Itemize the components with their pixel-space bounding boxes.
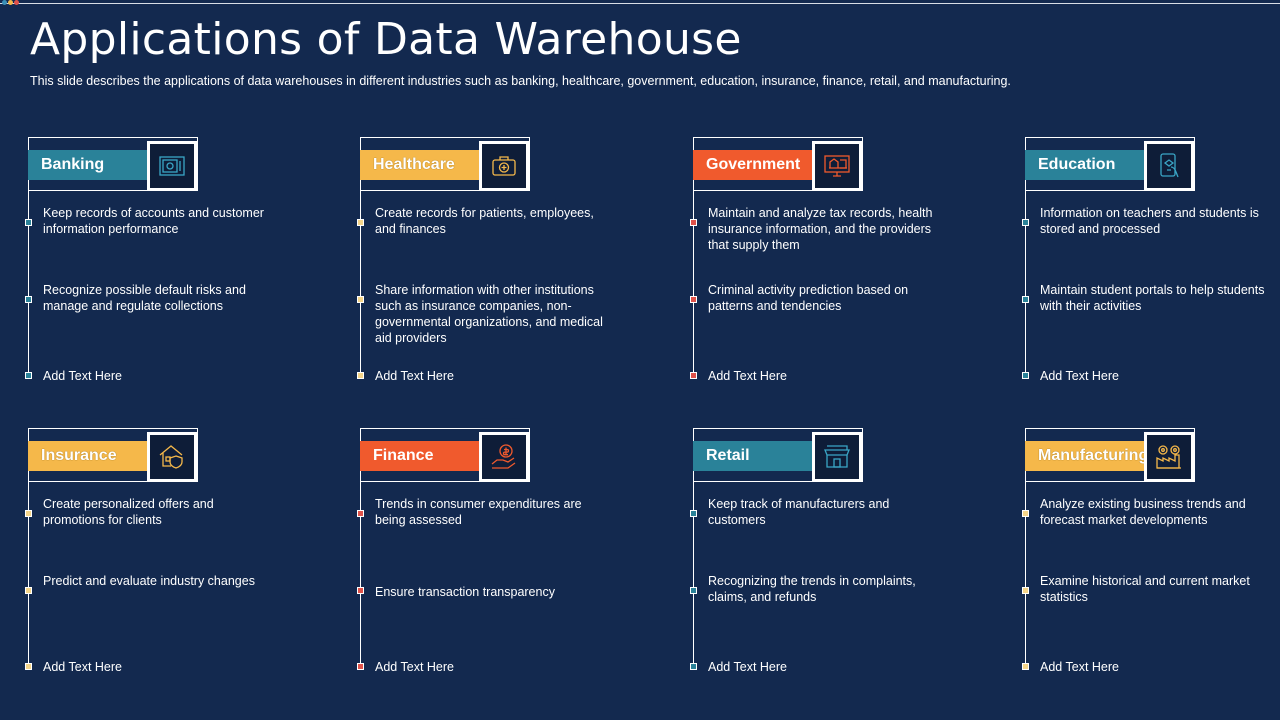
bullet-marker (690, 296, 697, 303)
card-label-education: Education (1025, 150, 1157, 180)
bullet-marker (357, 219, 364, 226)
medical-kit-icon (479, 141, 529, 191)
card-government: Government Maintain and analyze tax reco… (690, 137, 943, 397)
card-timeline (1025, 428, 1026, 670)
bullet-marker (1022, 296, 1029, 303)
bullet-marker (25, 372, 32, 379)
bullet-marker (25, 296, 32, 303)
card-education: Education Information on teachers and st… (1022, 137, 1275, 397)
card-timeline (28, 428, 29, 670)
bullet-marker (690, 587, 697, 594)
card-item: Keep track of manufacturers and customer… (708, 497, 890, 527)
card-label-insurance: Insurance (28, 441, 160, 471)
card-finance: Finance Trends in consumer expenditures … (357, 428, 610, 688)
card-item: Trends in consumer expenditures are bein… (375, 497, 582, 527)
card-timeline (360, 428, 361, 670)
card-item: Maintain student portals to help student… (1040, 283, 1265, 313)
card-item: Ensure transaction transparency (375, 585, 555, 599)
card-timeline (693, 428, 694, 670)
bullet-marker (25, 663, 32, 670)
card-banking: Banking Keep records of accounts and cus… (25, 137, 278, 397)
card-item: Analyze existing business trends and for… (1040, 497, 1246, 527)
bullet-marker (690, 663, 697, 670)
bullet-marker (690, 510, 697, 517)
card-label-government: Government (693, 150, 825, 180)
government-monitor-icon (812, 141, 862, 191)
bullet-marker (690, 219, 697, 226)
bullet-marker (25, 219, 32, 226)
card-item: Recognizing the trends in complaints, cl… (708, 574, 916, 604)
card-item: Add Text Here (1040, 660, 1119, 674)
card-label-healthcare: Healthcare (360, 150, 492, 180)
card-item: Add Text Here (375, 369, 454, 383)
card-item: Create personalized offers and promotion… (43, 497, 214, 527)
card-item: Information on teachers and students is … (1040, 206, 1259, 236)
card-item: Criminal activity prediction based on pa… (708, 283, 909, 313)
card-item: Add Text Here (43, 660, 122, 674)
bullet-marker (1022, 510, 1029, 517)
bullet-marker (357, 663, 364, 670)
card-item: Keep records of accounts and customer in… (43, 206, 264, 236)
card-timeline (693, 137, 694, 379)
card-item: Add Text Here (1040, 369, 1119, 383)
bullet-marker (690, 372, 697, 379)
bullet-marker (357, 296, 364, 303)
card-healthcare: Healthcare Create records for patients, … (357, 137, 610, 397)
factory-gears-icon (1144, 432, 1194, 482)
top-divider-line (0, 3, 1280, 4)
card-item: Add Text Here (375, 660, 454, 674)
window-dots (2, 0, 19, 6)
card-item: Maintain and analyze tax records, health… (708, 206, 933, 252)
card-label-manufacturing: Manufacturing (1025, 441, 1157, 471)
page-title: Applications of Data Warehouse (30, 14, 742, 65)
bullet-marker (357, 587, 364, 594)
safe-icon (147, 141, 197, 191)
card-frame (28, 428, 198, 482)
hand-coin-icon (479, 432, 529, 482)
card-item: Recognize possible default risks and man… (43, 283, 246, 313)
card-insurance: Insurance Create personalized offers and… (25, 428, 278, 688)
card-item: Predict and evaluate industry changes (43, 574, 255, 588)
card-frame (28, 137, 198, 191)
bullet-marker (357, 372, 364, 379)
card-item: Examine historical and current market st… (1040, 574, 1250, 604)
card-manufacturing: Manufacturing Analyze existing business … (1022, 428, 1275, 688)
card-frame (1025, 137, 1195, 191)
bullet-marker (25, 587, 32, 594)
bullet-marker (25, 510, 32, 517)
house-shield-icon (147, 432, 197, 482)
card-item: Create records for patients, employees, … (375, 206, 594, 236)
card-item: Share information with other institution… (375, 283, 603, 345)
bullet-marker (357, 510, 364, 517)
card-timeline (28, 137, 29, 379)
card-frame (693, 137, 863, 191)
card-retail: Retail Keep track of manufacturers and c… (690, 428, 943, 688)
card-item: Add Text Here (708, 660, 787, 674)
card-item: Add Text Here (708, 369, 787, 383)
card-label-banking: Banking (28, 150, 160, 180)
card-frame (1025, 428, 1195, 482)
card-frame (360, 428, 530, 482)
bullet-marker (1022, 663, 1029, 670)
card-label-finance: Finance (360, 441, 492, 471)
card-timeline (1025, 137, 1026, 379)
card-label-retail: Retail (693, 441, 825, 471)
storefront-icon (812, 432, 862, 482)
bullet-marker (1022, 587, 1029, 594)
card-frame (360, 137, 530, 191)
card-timeline (360, 137, 361, 379)
bullet-marker (1022, 372, 1029, 379)
bullet-marker (1022, 219, 1029, 226)
tablet-education-icon (1144, 141, 1194, 191)
card-frame (693, 428, 863, 482)
page-subtitle: This slide describes the applications of… (30, 74, 1011, 88)
card-item: Add Text Here (43, 369, 122, 383)
